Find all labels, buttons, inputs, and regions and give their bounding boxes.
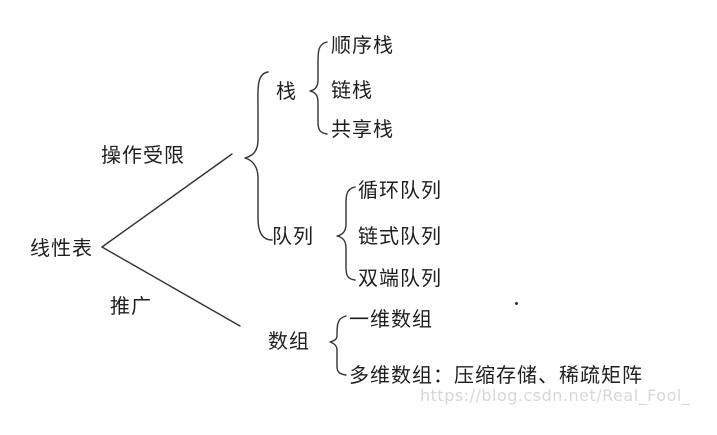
branch-line-generalized bbox=[101, 246, 241, 327]
branch-line-restricted bbox=[101, 153, 233, 248]
stray-dot bbox=[515, 302, 518, 305]
branch-label-restricted: 操作受限 bbox=[101, 143, 185, 167]
queue-item: 循环队列 bbox=[358, 178, 442, 202]
stack-item: 顺序栈 bbox=[331, 33, 394, 57]
queue-label: 队列 bbox=[272, 224, 314, 248]
stack-label: 栈 bbox=[276, 79, 297, 103]
watermark-text: https://blog.csdn.net/Real_Fool_ bbox=[420, 386, 691, 405]
array-label: 数组 bbox=[268, 329, 310, 353]
brace-restricted bbox=[244, 71, 273, 241]
queue-item: 双端队列 bbox=[358, 266, 442, 290]
stack-item: 链栈 bbox=[331, 78, 373, 102]
stack-item: 共享栈 bbox=[331, 117, 394, 141]
brace-stack bbox=[309, 41, 328, 135]
root-label: 线性表 bbox=[30, 236, 93, 260]
brace-array bbox=[329, 315, 347, 376]
branch-label-generalized: 推广 bbox=[110, 294, 152, 318]
brace-queue bbox=[336, 186, 356, 281]
array-item: 多维数组：压缩存储、稀疏矩阵 bbox=[349, 363, 643, 387]
queue-item: 链式队列 bbox=[358, 224, 442, 248]
array-item: 一维数组 bbox=[349, 307, 433, 331]
